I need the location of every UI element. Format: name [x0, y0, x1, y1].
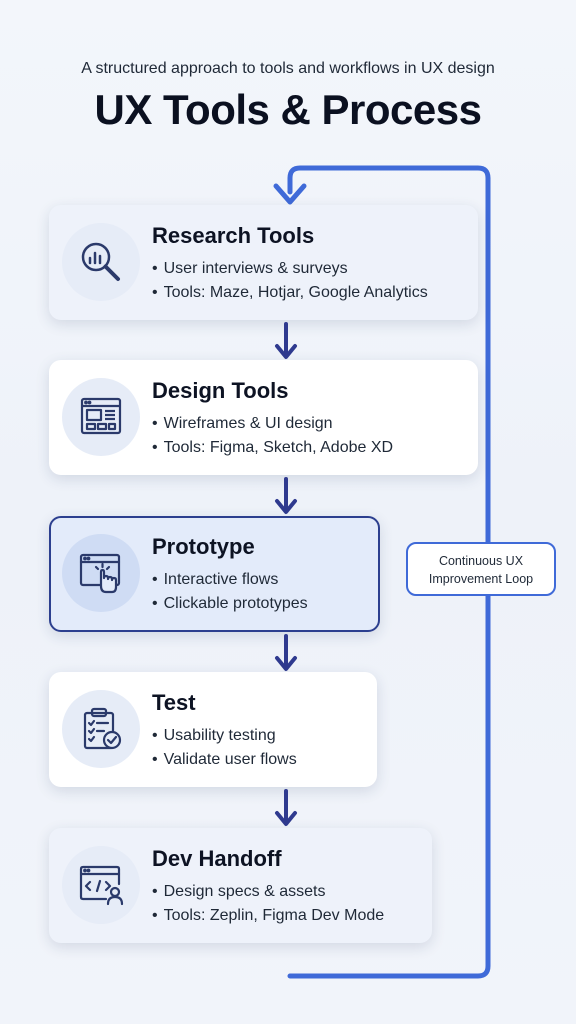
code-user-icon [62, 846, 140, 924]
bullet-item: Tools: Zeplin, Figma Dev Mode [152, 904, 385, 928]
step-card-research-tools: Research Tools User interviews & surveys… [49, 205, 478, 320]
bullet-item: Usability testing [152, 724, 297, 748]
step-bullets: Wireframes & UI design Tools: Figma, Ske… [152, 412, 393, 460]
step-card-test: Test Usability testing Validate user flo… [49, 672, 377, 787]
bullet-item: Clickable prototypes [152, 592, 308, 616]
bullet-item: Tools: Maze, Hotjar, Google Analytics [152, 281, 428, 305]
pointer-click-icon [62, 534, 140, 612]
step-bullets: Usability testing Validate user flows [152, 724, 297, 772]
down-arrow-icon [275, 322, 297, 359]
clipboard-check-icon [62, 690, 140, 768]
step-bullets: User interviews & surveys Tools: Maze, H… [152, 257, 428, 305]
step-title: Prototype [152, 534, 255, 559]
subtitle: A structured approach to tools and workf… [81, 60, 495, 77]
step-title: Design Tools [152, 378, 289, 403]
step-bullets: Interactive flows Clickable prototypes [152, 568, 308, 616]
step-title: Dev Handoff [152, 846, 282, 871]
page-title: UX Tools & Process [94, 86, 482, 133]
step-title: Research Tools [152, 223, 315, 248]
bullet-item: Interactive flows [152, 568, 308, 592]
loop-label-line1: Continuous UX [438, 554, 524, 568]
bullet-item: User interviews & surveys [152, 257, 428, 281]
step-title: Test [152, 690, 196, 715]
step-card-dev-handoff: Dev Handoff Design specs & assets Tools:… [49, 828, 432, 943]
bullet-item: Wireframes & UI design [152, 412, 393, 436]
step-bullets: Design specs & assets Tools: Zeplin, Fig… [152, 880, 385, 928]
magnifier-chart-icon [62, 223, 140, 301]
loop-label: Continuous UX Improvement Loop [406, 542, 556, 596]
bullet-item: Validate user flows [152, 748, 297, 772]
step-card-prototype: Prototype Interactive flows Clickable pr… [49, 516, 380, 632]
loop-label-line2: Improvement Loop [428, 572, 534, 586]
down-arrow-icon [275, 789, 297, 826]
bullet-item: Tools: Figma, Sketch, Adobe XD [152, 436, 393, 460]
down-arrow-icon [275, 477, 297, 514]
step-card-design-tools: Design Tools Wireframes & UI design Tool… [49, 360, 478, 475]
bullet-item: Design specs & assets [152, 880, 384, 904]
down-arrow-icon [275, 634, 297, 671]
wireframe-layout-icon [62, 378, 140, 456]
